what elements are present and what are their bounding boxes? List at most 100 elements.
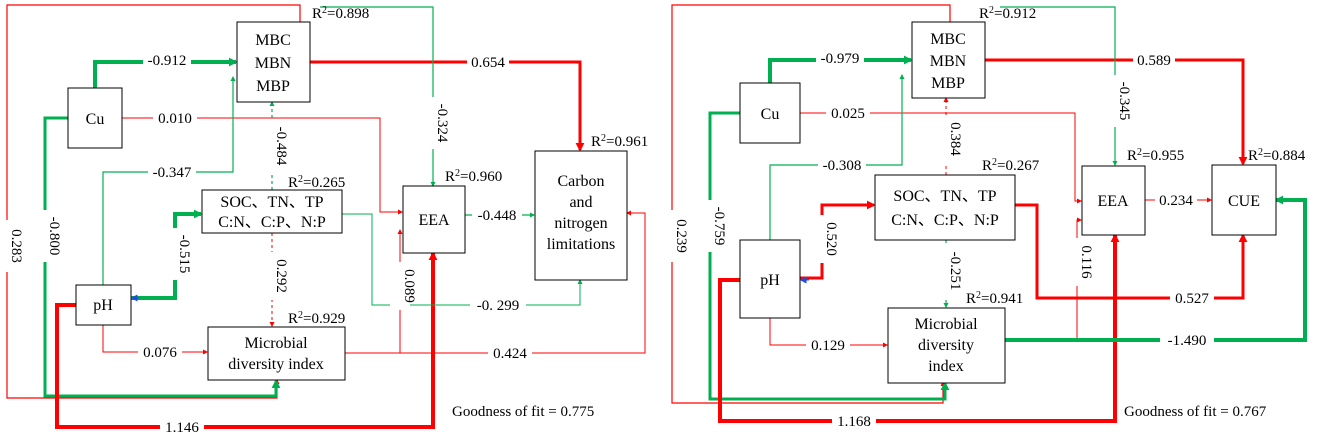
right-coef-cu-eea: 0.025 — [831, 106, 865, 122]
left-coef-soc-mdi: 0.292 — [273, 259, 289, 293]
right-mdi-line3: index — [928, 358, 964, 375]
left-r2-mb: R2=0.898 — [312, 5, 369, 23]
right-path-soc-cue — [1015, 203, 1248, 300]
left-r2-eea: R2=0.960 — [445, 168, 502, 186]
left-coef-outer: 0.283 — [8, 229, 24, 263]
right-path-cu-mdi — [708, 111, 950, 401]
right-mdi-line2: diversity — [918, 337, 974, 354]
left-coef-cu-mdi: -0.800 — [46, 217, 62, 256]
left-coef-ph-mb: -0.347 — [153, 165, 192, 181]
left-node-mb: MBC MBN MBP — [236, 21, 311, 103]
left-mb-line3: MBP — [256, 78, 290, 95]
left-node-eea: EEA — [402, 185, 466, 254]
right-coef-ph-eea: 1.168 — [837, 414, 871, 430]
left-coef-cu-mb: -0.912 — [148, 53, 187, 69]
right-node-mb: MBC MBN MBP — [911, 21, 986, 99]
right-node-soc: SOC、TN、TP C:N、C:P、N:P — [874, 174, 1016, 241]
left-node-ph: pH — [75, 284, 132, 326]
right-coef-outer: 0.239 — [673, 219, 689, 253]
right-r2-eea: R2=0.955 — [1127, 147, 1184, 165]
right-path-cu-eea — [800, 112, 1082, 204]
right-cu-label: Cu — [761, 106, 780, 123]
left-goodness-of-fit: Goodness of fit = 0.775 — [452, 404, 594, 420]
right-mb-line1: MBC — [930, 31, 966, 48]
left-mb-line1: MBC — [255, 32, 291, 49]
right-r2-soc: R2=0.267 — [982, 157, 1040, 175]
right-mb-line2: MBN — [930, 53, 967, 70]
left-coef-mdi-cnl: 0.424 — [493, 346, 527, 362]
left-cnl-line2: and — [569, 194, 592, 211]
left-node-mdi: Microbial diversity index — [207, 326, 346, 381]
left-cnl-line1: Carbon — [557, 173, 604, 190]
left-soc-line1: SOC、TN、TP — [220, 194, 323, 211]
left-path-cu-mdi — [43, 116, 281, 398]
left-mdi-line2: diversity index — [228, 356, 324, 373]
left-node-cnl: Carbon and nitrogen limitations — [534, 150, 628, 281]
right-coef-mb-cue: 0.589 — [1137, 53, 1171, 69]
right-coef-mdi-eea: 0.116 — [1078, 245, 1094, 279]
right-coef-ph-mb: -0.308 — [823, 158, 862, 174]
left-coef-mdi-eea: 0.089 — [401, 269, 417, 303]
right-mdi-line1: Microbial — [914, 316, 978, 333]
right-coef-soc-mdi: -0.251 — [947, 252, 963, 291]
right-coef-ph-mdi: 0.129 — [811, 338, 845, 354]
right-coef-cu-mdi: -0.759 — [711, 207, 727, 246]
left-node-cu: Cu — [67, 87, 123, 149]
left-r2-soc: R2=0.265 — [288, 174, 345, 192]
left-soc-line2: C:N、C:P、N:P — [218, 214, 326, 231]
left-coef-eea-cnl: -0.448 — [478, 208, 517, 224]
left-node-soc: SOC、TN、TP C:N、C:P、N:P — [201, 189, 343, 234]
left-coef-cu-eea: 0.010 — [158, 111, 192, 127]
left-mb-line2: MBN — [255, 55, 292, 72]
right-goodness-of-fit: Goodness of fit = 0.767 — [1124, 404, 1267, 420]
right-cue-label: CUE — [1228, 193, 1260, 210]
right-coef-mb-eea: -0.345 — [1116, 82, 1132, 121]
right-path-ph-eea — [718, 233, 1120, 423]
right-ph-label: pH — [760, 272, 780, 289]
right-coef-cu-mb: -0.979 — [821, 51, 860, 67]
right-node-eea: EEA — [1081, 165, 1146, 236]
left-path-ph-eea — [55, 251, 438, 429]
left-mdi-line1: Microbial — [244, 335, 308, 352]
left-coef-mb-eea: -0.324 — [434, 104, 450, 143]
left-path-mb-cnl — [310, 60, 585, 152]
right-r2-cue: R2=0.884 — [1248, 147, 1306, 165]
right-soc-line2: C:N、C:P、N:P — [891, 212, 999, 229]
right-coef-eea-cue: 0.234 — [1159, 193, 1193, 209]
left-ph-label: pH — [93, 297, 113, 314]
left-diagram: MBC MBN MBP Cu SOC、TN、TP C:N、C:P、N:P EEA… — [0, 4, 648, 436]
left-cnl-line4: limitations — [547, 236, 615, 253]
left-r2-cnl: R2=0.961 — [591, 133, 648, 151]
right-r2-mb: R2=0.912 — [979, 5, 1036, 23]
left-eea-label: EEA — [418, 212, 450, 229]
right-r2-mdi: R2=0.941 — [966, 290, 1023, 308]
left-coef-ph-soc: -0.515 — [176, 235, 192, 274]
right-coef-mdi-cue: -1.490 — [1168, 333, 1207, 349]
right-soc-line1: SOC、TN、TP — [893, 188, 996, 205]
right-path-mdi-cue — [1005, 195, 1307, 342]
left-coef-soc-cnl: -0. 299 — [477, 298, 520, 314]
left-coef-ph-mdi: 0.076 — [143, 345, 177, 361]
right-node-cu: Cu — [739, 82, 801, 144]
right-node-cue: CUE — [1211, 164, 1277, 236]
right-coef-ph-soc: 0.520 — [823, 222, 839, 256]
left-cu-label: Cu — [86, 111, 105, 128]
left-coef-ph-eea: 1.146 — [165, 420, 199, 436]
left-cnl-line3: nitrogen — [554, 215, 607, 232]
left-coef-mb-cnl: 0.654 — [471, 55, 505, 71]
left-r2-mdi: R2=0.929 — [288, 310, 345, 328]
right-eea-label: EEA — [1097, 193, 1129, 210]
right-path-mb-eea — [1000, 6, 1118, 166]
right-coef-soc-cue: 0.527 — [1175, 291, 1209, 307]
right-node-mdi: Microbial diversity index — [887, 307, 1006, 384]
left-coef-soc-mb: -0.484 — [273, 127, 289, 166]
left-path-soc-cnl — [342, 213, 583, 306]
right-diagram: MBC MBN MBP Cu SOC、TN、TP C:N、C:P、N:P EEA… — [664, 4, 1307, 430]
right-path-mb-cue — [985, 58, 1248, 166]
right-mb-line3: MBP — [931, 75, 965, 92]
right-coef-soc-mb: 0.384 — [947, 122, 963, 156]
left-path-cu-eea — [122, 117, 403, 215]
right-node-ph: pH — [739, 239, 801, 319]
left-path-mb-eea — [320, 6, 436, 187]
